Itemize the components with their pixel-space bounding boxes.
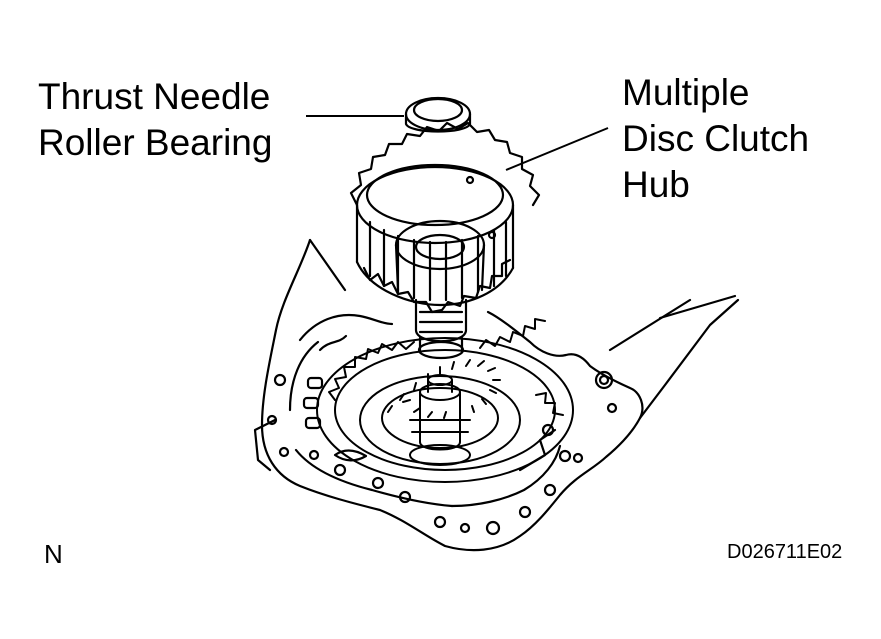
bearing-label: Thrust Needle Roller Bearing [38, 78, 272, 161]
thrust-bearing [404, 96, 472, 133]
hub-label-line1: Multiple [622, 72, 750, 113]
case-ring-gear [316, 318, 574, 483]
hub-label-line3: Hub [622, 164, 690, 205]
figure-code: D026711E02 [727, 541, 843, 563]
hub-label: Multiple Disc Clutch Hub [622, 74, 809, 203]
bearing-label-line1: Thrust Needle [38, 76, 271, 117]
hub-leader-line [505, 127, 609, 171]
view-marker: N [44, 539, 63, 569]
transaxle-case [253, 238, 740, 552]
clutch-hub [349, 121, 541, 360]
hub-label-line2: Disc Clutch [622, 118, 810, 159]
bearing-label-line2: Roller Bearing [38, 122, 273, 163]
